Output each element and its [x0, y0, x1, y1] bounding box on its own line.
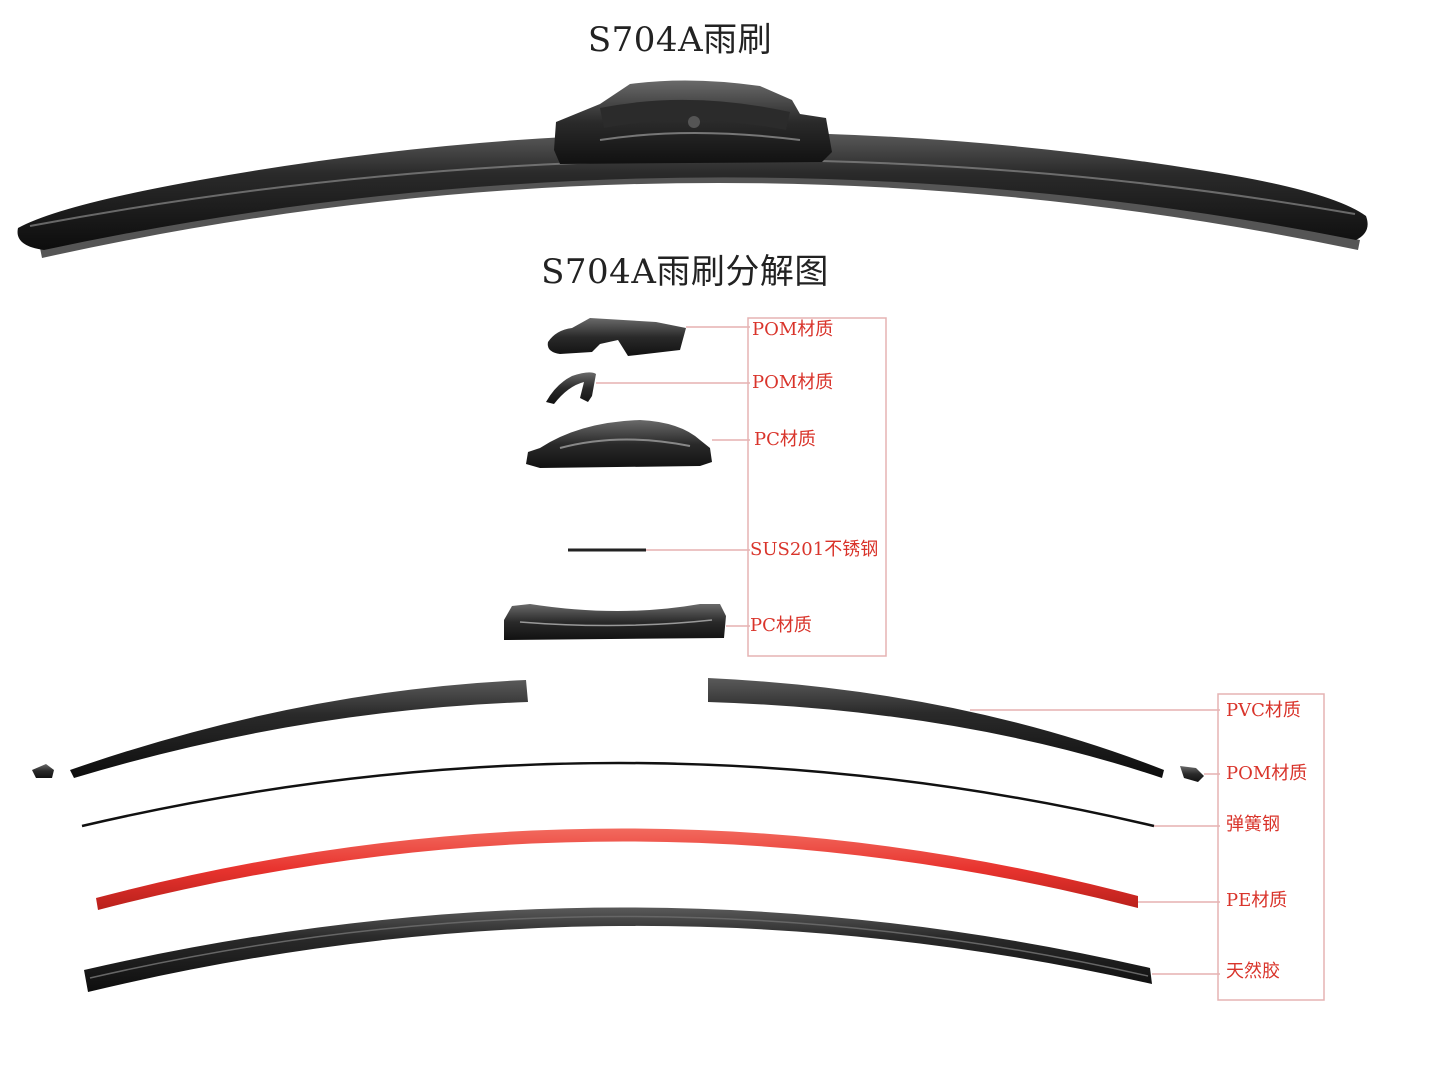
- connector-part-2: [546, 372, 596, 404]
- natural-rubber-refill: [84, 907, 1152, 992]
- label-connector-shell: PC材质: [754, 429, 816, 450]
- blade-label-frame: [1217, 693, 1325, 1001]
- end-cap-right: [1180, 766, 1204, 782]
- label-pe-strip: PE材质: [1226, 890, 1288, 911]
- pvc-spoiler-right: [708, 678, 1164, 778]
- connector-part-1: [547, 318, 686, 356]
- main-title: S704A雨刷: [587, 20, 773, 60]
- spring-steel-strip: [81, 761, 1155, 828]
- label-pvc-spoiler: PVC材质: [1226, 700, 1301, 721]
- end-cap-left: [32, 764, 54, 778]
- connector-part-5: [504, 604, 726, 640]
- label-connector-cover: POM材质: [752, 319, 834, 340]
- connector-label-frame: [747, 317, 887, 657]
- label-spring-steel: 弹簧钢: [1226, 814, 1280, 835]
- connector-leader-lines: [596, 326, 750, 627]
- exploded-view-title: S704A雨刷分解图: [541, 252, 829, 292]
- pvc-spoiler-left: [70, 680, 528, 778]
- label-natural-rubber: 天然胶: [1226, 961, 1280, 982]
- label-steel-pin: SUS201不锈钢: [750, 539, 879, 560]
- label-end-cap: POM材质: [1226, 763, 1308, 784]
- label-connector-base: PC材质: [750, 615, 812, 636]
- label-connector-latch: POM材质: [752, 372, 834, 393]
- assembled-wiper: [17, 80, 1368, 258]
- connector-part-3: [526, 420, 712, 468]
- pe-strip: [96, 828, 1138, 910]
